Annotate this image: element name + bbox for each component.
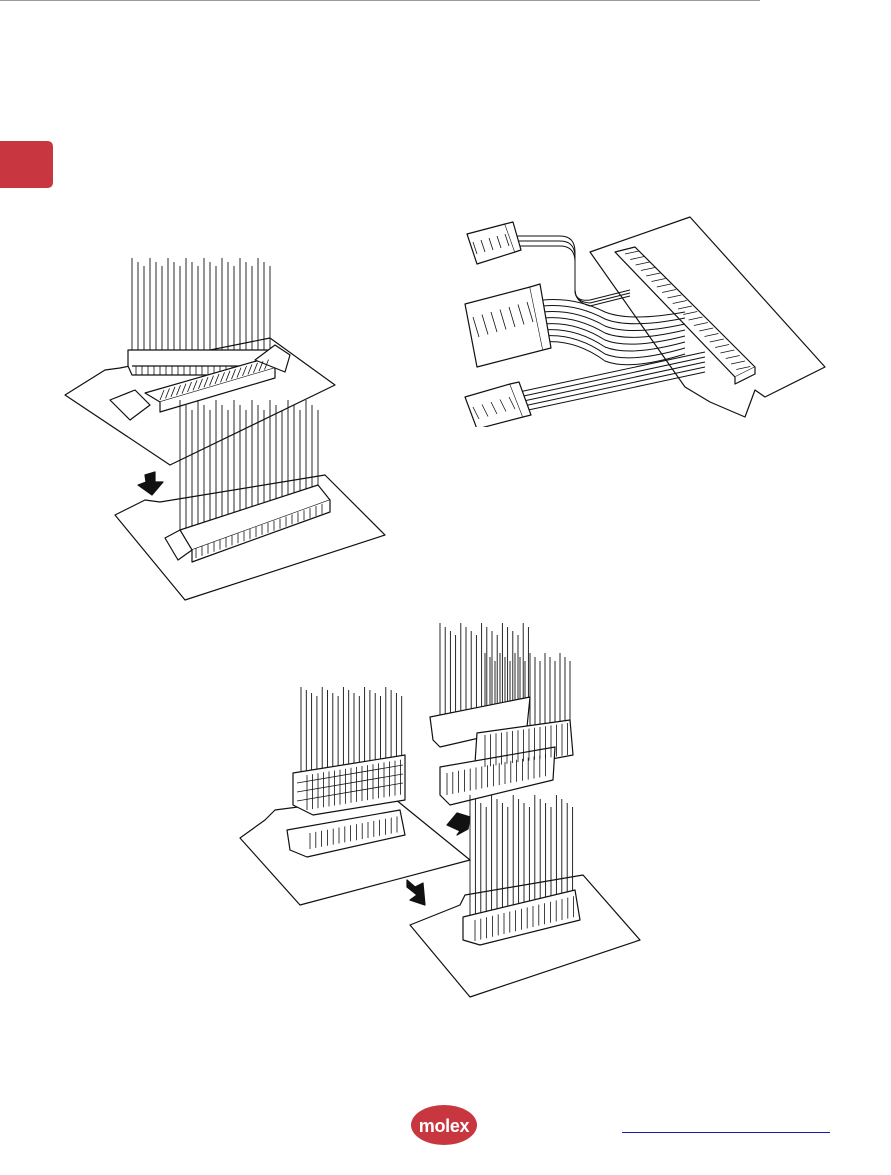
molex-logo: molex [410, 1104, 478, 1146]
wire-harness-illustration [455, 212, 840, 427]
section-tab [0, 141, 53, 188]
dual-row-connector-illustration [235, 605, 645, 1000]
footer-link[interactable] [622, 1114, 830, 1133]
logo-text: molex [418, 1116, 470, 1136]
ribbon-cable-connector-illustration [60, 210, 400, 605]
top-rule [0, 0, 760, 1]
